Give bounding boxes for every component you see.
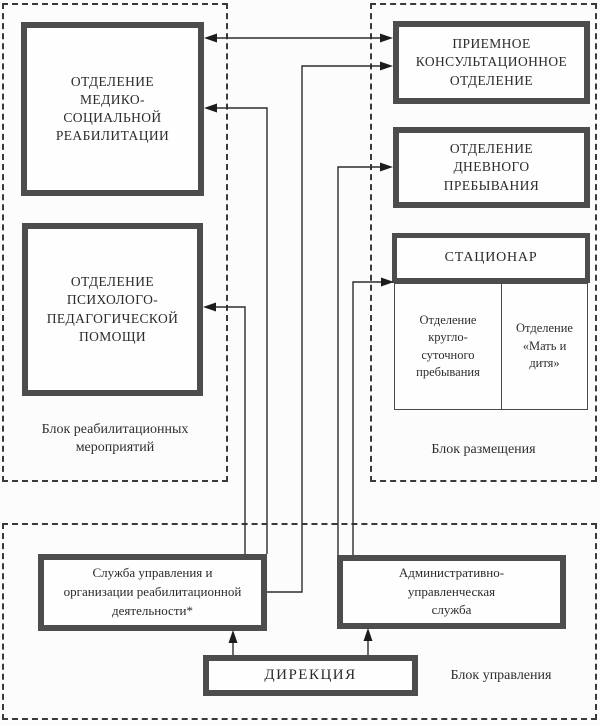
node-admission-consulting-dept: ПРИЕМНОЕ КОНСУЛЬТАЦИОННОЕ ОТДЕЛЕНИЕ xyxy=(393,21,590,104)
node-administrative-service-label: Административно- управленческая служба xyxy=(398,564,505,618)
block-management-caption: Блок управления xyxy=(450,668,552,683)
inpatient-subdepartments: Отделение кругло- суточного пребывания О… xyxy=(394,283,588,410)
node-mother-and-child-label: Отделение «Мать и дитя» xyxy=(516,321,573,371)
node-rehab-management-service-label: Служба управления и организации реабилит… xyxy=(63,565,242,618)
node-mother-and-child-dept: Отделение «Мать и дитя» xyxy=(502,284,587,409)
node-medico-social-rehab-label: ОТДЕЛЕНИЕ МЕДИКО- СОЦИАЛЬНОЙ РЕАБИЛИТАЦИ… xyxy=(55,73,170,144)
node-psycho-pedagogical-dept: ОТДЕЛЕНИЕ ПСИХОЛОГО- ПЕДАГОГИЧЕСКОЙ ПОМО… xyxy=(22,223,203,396)
node-administrative-service: Административно- управленческая служба xyxy=(337,555,566,629)
block-placement-caption: Блок размещения xyxy=(431,442,536,457)
connector-medsocial-admission-bidirectional xyxy=(204,33,393,43)
node-psycho-pedagogical-label: ОТДЕЛЕНИЕ ПСИХОЛОГО- ПЕДАГОГИЧЕСКОЙ ПОМО… xyxy=(46,274,179,344)
node-admission-consulting-label: ПРИЕМНОЕ КОНСУЛЬТАЦИОННОЕ ОТДЕЛЕНИЕ xyxy=(415,36,568,88)
block-rehab-measures-caption: Блок реабилитационных мероприятий xyxy=(41,422,189,456)
node-round-the-clock-label: Отделение кругло- суточного пребывания xyxy=(416,312,480,380)
node-day-stay-dept: ОТДЕЛЕНИЕ ДНЕВНОГО ПРЕБЫВАНИЯ xyxy=(393,127,590,208)
node-medico-social-rehab-dept: ОТДЕЛЕНИЕ МЕДИКО- СОЦИАЛЬНОЙ РЕАБИЛИТАЦИ… xyxy=(21,22,204,196)
node-directorate-label: ДИРЕКЦИЯ xyxy=(264,667,357,684)
node-day-stay-label: ОТДЕЛЕНИЕ ДНЕВНОГО ПРЕБЫВАНИЯ xyxy=(443,141,540,193)
node-rehab-management-service: Служба управления и организации реабилит… xyxy=(38,554,267,631)
node-inpatient-label: СТАЦИОНАР xyxy=(444,249,538,265)
node-round-the-clock-dept: Отделение кругло- суточного пребывания xyxy=(395,284,502,409)
node-inpatient-unit: СТАЦИОНАР xyxy=(392,233,590,283)
node-directorate: ДИРЕКЦИЯ xyxy=(203,655,418,696)
